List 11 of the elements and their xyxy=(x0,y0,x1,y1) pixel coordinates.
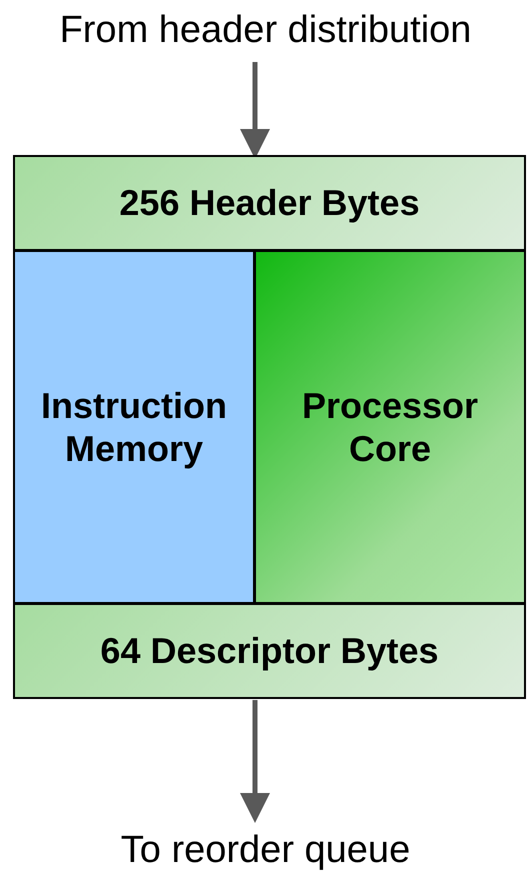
block-label: 256 Header Bytes xyxy=(119,181,420,225)
header-bytes-block xyxy=(13,155,526,251)
instruction-memory-block xyxy=(13,250,255,604)
destination-label: To reorder queue xyxy=(0,824,531,876)
block-label: 64 Descriptor Bytes xyxy=(100,629,439,673)
processor-core-block xyxy=(254,250,526,604)
block-label: Processor Core xyxy=(300,384,480,470)
descriptor-bytes-block xyxy=(13,603,526,699)
arrow xyxy=(240,700,270,823)
source-label: From header distribution xyxy=(0,4,531,56)
block-label: Instruction Memory xyxy=(40,384,228,470)
